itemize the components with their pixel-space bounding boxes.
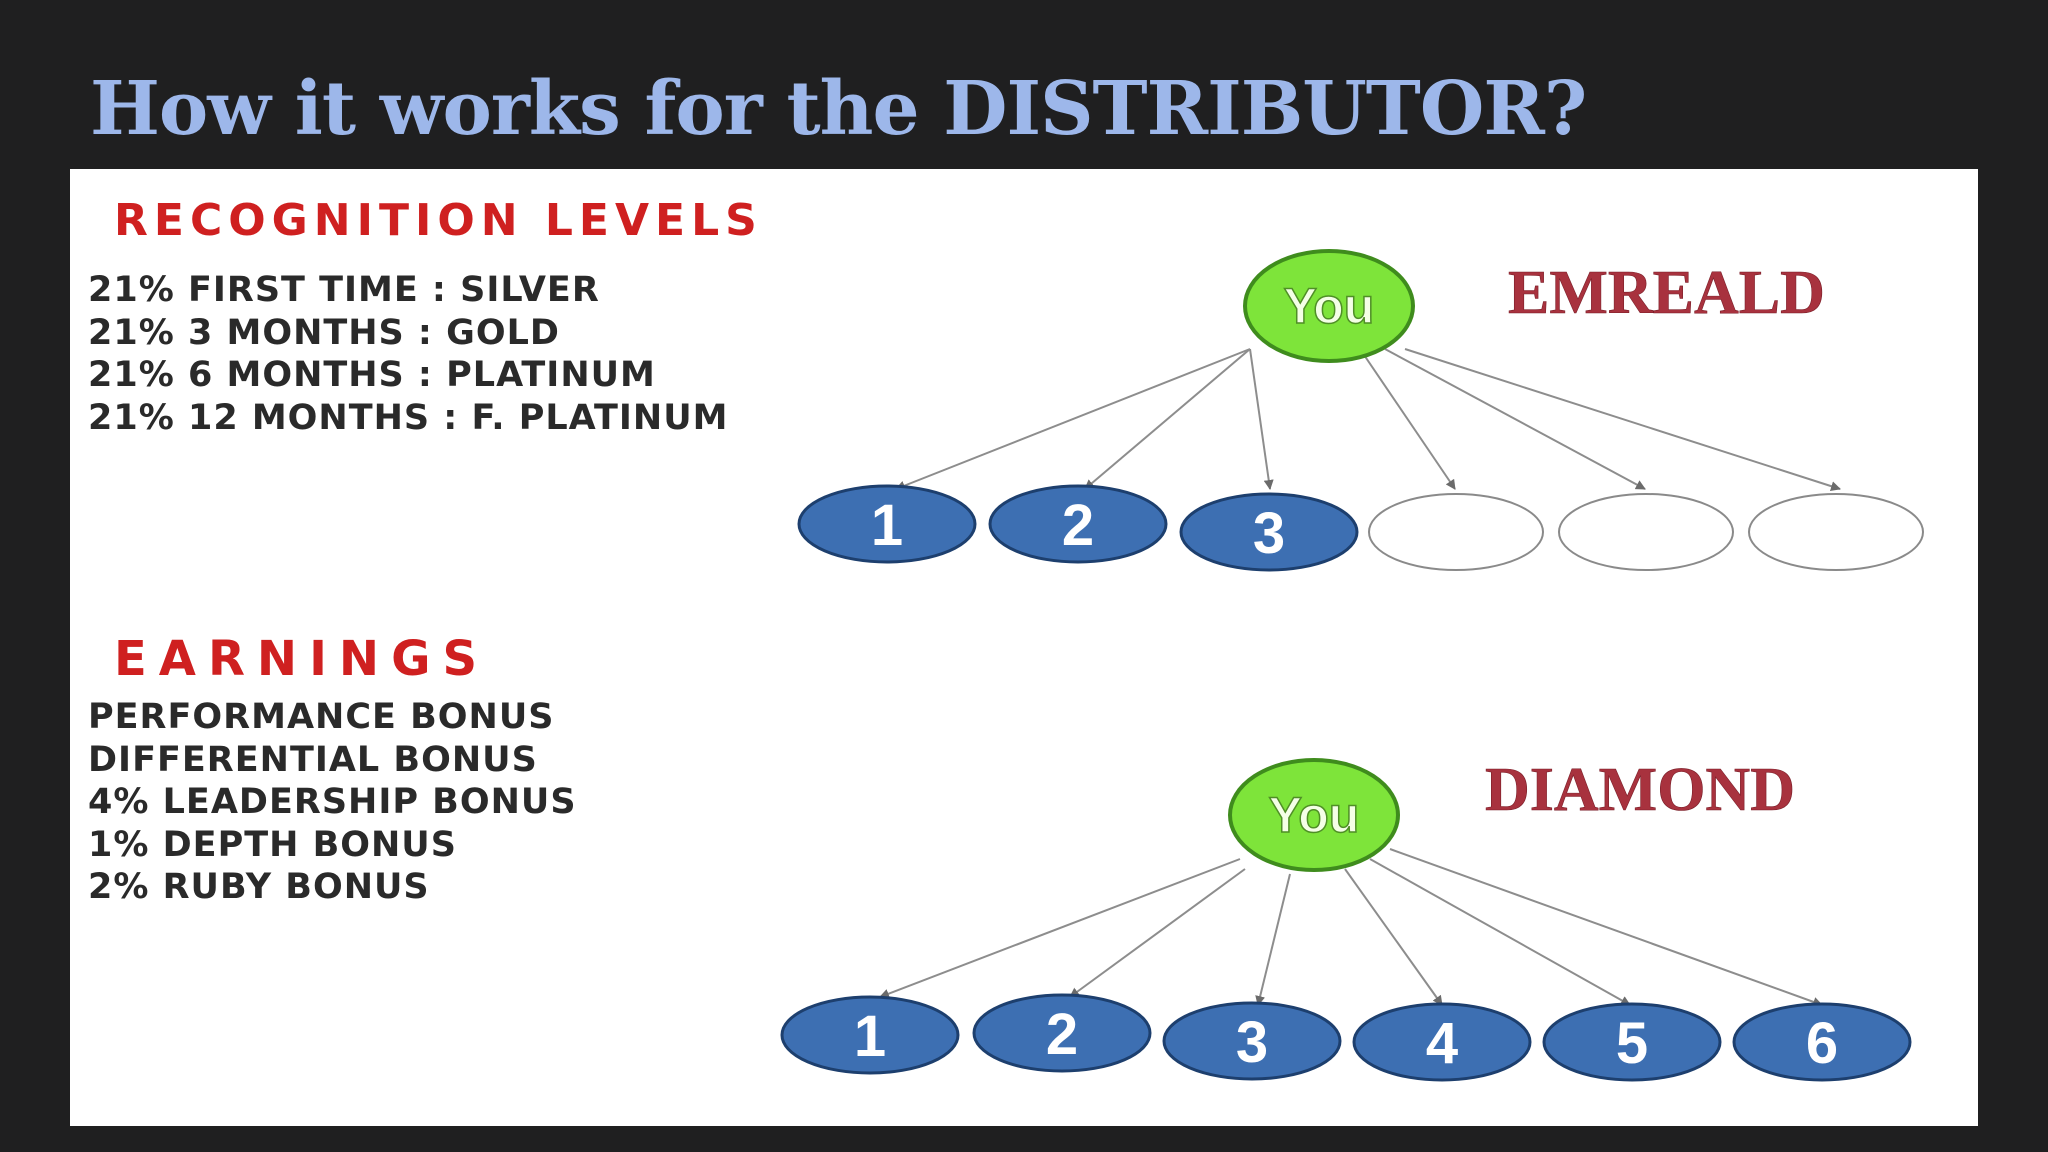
emerald-child-node-4: [1368, 493, 1544, 571]
emerald-child-label: 1: [871, 493, 903, 558]
diamond-child-node-2: 2: [972, 993, 1152, 1073]
diamond-root-node: You: [1228, 758, 1400, 872]
diamond-child-label: 2: [1046, 1002, 1078, 1067]
earnings-heading: EARNINGS: [114, 631, 490, 687]
diamond-child-node-3: 3: [1162, 1001, 1342, 1081]
earnings-item: 2% RUBY BONUS: [88, 867, 430, 907]
content-image-panel: RECOGNITION LEVELS 21% FIRST TIME : SILV…: [70, 169, 1978, 1126]
emerald-root-label: You: [1284, 278, 1375, 334]
diamond-child-label: 6: [1806, 1011, 1838, 1076]
earnings-item: PERFORMANCE BONUS: [88, 697, 555, 737]
emerald-child-node-1: 1: [797, 484, 977, 564]
diamond-root-label: You: [1269, 787, 1360, 843]
emerald-child-node-2: 2: [988, 484, 1168, 564]
diamond-tree: You DIAMOND 1 2 3 4 5: [780, 756, 1912, 1082]
diamond-child-label: 4: [1426, 1011, 1458, 1076]
recognition-levels-heading: RECOGNITION LEVELS: [114, 195, 763, 246]
diamond-child-node-1: 1: [780, 995, 960, 1075]
diamond-level-label: DIAMOND: [1485, 756, 1795, 824]
earnings-list: PERFORMANCE BONUS DIFFERENTIAL BONUS 4% …: [88, 696, 577, 909]
recognition-level-item: 21% FIRST TIME : SILVER: [88, 270, 600, 310]
earnings-item: DIFFERENTIAL BONUS: [88, 739, 538, 780]
emerald-child-node-6: [1748, 493, 1924, 571]
diamond-child-node-6: 6: [1732, 1002, 1912, 1082]
emerald-tree: You EMREALD 1 2 3: [797, 249, 1924, 572]
recognition-level-item: 21% 12 MONTHS : F. PLATINUM: [88, 397, 729, 438]
recognition-level-item: 21% 3 MONTHS : GOLD: [88, 312, 560, 353]
earnings-item: 1% DEPTH BONUS: [88, 824, 457, 865]
diamond-child-node-5: 5: [1542, 1002, 1722, 1082]
diamond-child-node-4: 4: [1352, 1002, 1532, 1082]
emerald-child-label: 2: [1062, 493, 1094, 558]
emerald-root-node: You: [1243, 249, 1415, 363]
emerald-child-label: 3: [1253, 501, 1285, 566]
recognition-levels-list: 21% FIRST TIME : SILVER 21% 3 MONTHS : G…: [88, 269, 728, 439]
earnings-item: 4% LEADERSHIP BONUS: [88, 782, 577, 822]
emerald-connectors: [895, 348, 1841, 492]
distributor-tree-diagrams: You EMREALD 1 2 3: [780, 249, 1924, 1082]
diamond-child-label: 3: [1236, 1010, 1268, 1075]
emerald-child-node-5: [1558, 493, 1734, 571]
diamond-child-label: 5: [1616, 1011, 1648, 1076]
emerald-child-node-3: 3: [1179, 492, 1359, 572]
diamond-connectors: [879, 848, 1823, 1007]
slide-title: How it works for the DISTRIBUTOR?: [90, 66, 1587, 152]
emerald-level-label: EMREALD: [1508, 259, 1825, 327]
recognition-level-item: 21% 6 MONTHS : PLATINUM: [88, 355, 656, 395]
diamond-child-label: 1: [854, 1004, 886, 1069]
